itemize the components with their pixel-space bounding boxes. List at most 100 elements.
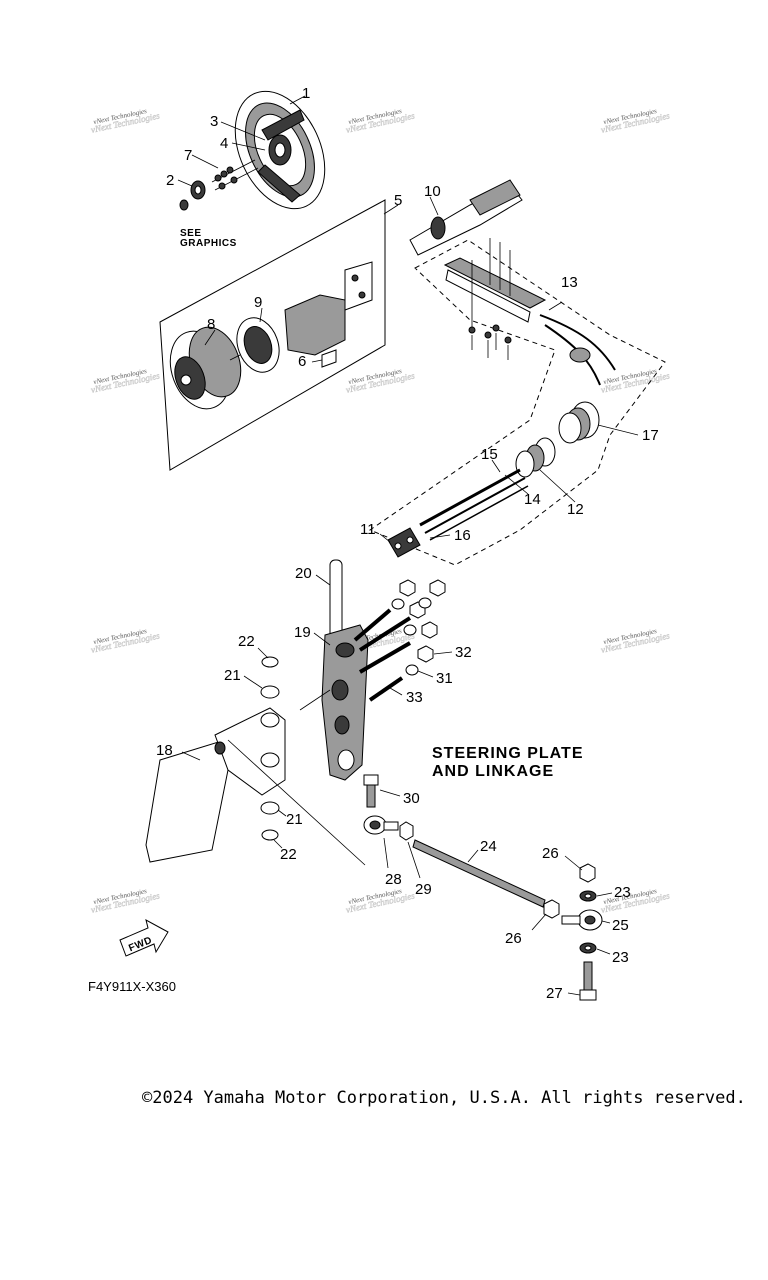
callout-30: 30 <box>403 790 420 807</box>
leader-7 <box>191 154 219 169</box>
throttle-lever-knob <box>430 216 446 240</box>
leader-1 <box>289 95 306 105</box>
drawing-code: F4Y911X-X360 <box>88 979 176 994</box>
clamp-hole <box>394 542 402 550</box>
washer <box>468 326 476 334</box>
watermark: vNext Technologies vNext Technologies <box>600 107 671 135</box>
watermark: vNext Technologies vNext Technologies <box>345 367 416 395</box>
helm-box <box>159 199 386 471</box>
bushing-part-21 <box>260 685 280 699</box>
leader-15 <box>491 459 501 473</box>
leader-23 <box>596 892 613 897</box>
boot-ring <box>515 450 535 478</box>
throttle-lever-part-10 <box>409 179 523 256</box>
washer <box>492 324 500 332</box>
callout-25: 25 <box>612 917 629 934</box>
rod-end-hole <box>584 915 596 925</box>
screw-part-7 <box>218 182 226 190</box>
tie-rod-part-24 <box>412 839 546 908</box>
steering-rod-part-14 <box>419 468 521 527</box>
callout-4: 4 <box>220 135 228 152</box>
clamp-part-11 <box>387 527 421 558</box>
boot-part-12 <box>515 437 556 478</box>
screw <box>229 354 241 361</box>
leader-27 <box>383 837 389 869</box>
leader-25 <box>601 920 611 924</box>
stud-part-33 <box>358 616 412 652</box>
stud-part-33 <box>353 608 392 642</box>
callout-11: 11 <box>360 521 376 538</box>
callout-22: 22 <box>280 846 297 863</box>
callout-23: 23 <box>614 884 631 901</box>
callout-23: 23 <box>612 949 629 966</box>
steering-wheel-assembly <box>179 90 326 211</box>
callout-10: 10 <box>424 183 441 200</box>
callout-26: 26 <box>505 930 522 947</box>
nuts-washers <box>391 579 446 676</box>
leader-9 <box>259 307 263 323</box>
watermark: vNext Technologies vNext Technologies <box>600 627 671 655</box>
stud-part-33 <box>368 676 404 702</box>
washer-part-23-hole <box>584 893 592 899</box>
leader-33 <box>389 687 403 696</box>
rod-end-neck <box>383 821 399 831</box>
control-unit-part-13 <box>443 257 547 309</box>
clamp-body <box>387 527 421 558</box>
screw-part-7 <box>230 176 238 184</box>
callout-28: 29 <box>415 881 432 898</box>
callout-2: 2 <box>166 172 174 189</box>
watermark: vNext Technologies vNext Technologies <box>90 107 161 135</box>
steering-arm-part-19 <box>321 624 369 781</box>
leader-22 <box>273 839 283 849</box>
callout-31: 31 <box>436 670 453 687</box>
callout-16: 16 <box>454 527 471 544</box>
cable <box>539 314 616 371</box>
leader-29 <box>567 992 581 996</box>
leader-30 <box>379 789 401 797</box>
plate-pivot <box>214 741 226 755</box>
steering-wheel-spoke <box>261 109 305 141</box>
leader-16 <box>429 534 451 539</box>
callout-8: 8 <box>207 316 215 333</box>
guide-line <box>299 689 331 711</box>
arm-hole <box>334 715 350 735</box>
callout-15: 15 <box>481 446 498 463</box>
bracket-part-6 <box>321 349 337 368</box>
bearing-ring-inner <box>243 326 273 364</box>
leader-31 <box>417 670 434 678</box>
steering-wheel-spoke <box>257 164 301 203</box>
callout-20: 20 <box>295 565 312 582</box>
leader-26 <box>531 913 547 931</box>
ring-part-22 <box>261 656 279 668</box>
rod-end-hole <box>369 820 381 830</box>
callout-6: 6 <box>298 353 306 370</box>
leader-10 <box>429 196 439 216</box>
helm-box-outline <box>159 199 386 471</box>
callout-14: 14 <box>524 491 541 508</box>
callout-21: 21 <box>286 811 303 828</box>
callout-32: 32 <box>455 644 472 661</box>
leader-28 <box>407 841 421 879</box>
washer <box>504 336 512 344</box>
callout-24: 24 <box>480 838 497 855</box>
leader-21 <box>243 675 263 689</box>
helm-drum-center <box>180 374 192 386</box>
arm-bore <box>335 642 355 658</box>
leader-32 <box>433 651 453 655</box>
leader-2 <box>177 179 193 187</box>
diagram-title-line1: STEERING PLATE <box>432 745 584 762</box>
leader-12 <box>539 469 576 503</box>
screw-part-7 <box>226 166 234 174</box>
watermark: vNext Technologies vNext Technologies <box>90 887 161 915</box>
callout-29: 27 <box>546 985 563 1002</box>
leader-24 <box>467 849 479 863</box>
callout-27: 28 <box>385 871 402 888</box>
bushing-part-21 <box>260 801 280 815</box>
callout-3: 3 <box>210 113 218 130</box>
leader-6 <box>311 359 323 363</box>
cable-grommet <box>569 347 591 363</box>
leader-23 <box>596 948 611 955</box>
leader-18 <box>181 751 201 761</box>
nut-part-2-hole <box>194 185 202 195</box>
